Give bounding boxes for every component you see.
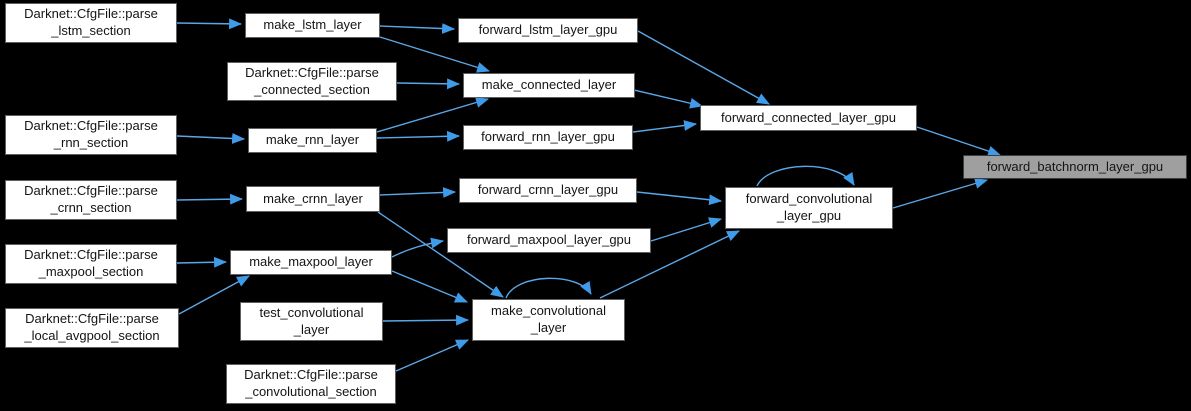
node-label-line: _layer_gpu [776, 208, 842, 223]
node-make-convolutional-layer[interactable]: make_convolutional_layer [472, 299, 625, 341]
edge-make-convolutional-layer-to-make-convolutional-layer [505, 277, 592, 299]
node-label-line: Darknet::CfgFile::parse [245, 64, 379, 80]
edge-forward-convolutional-layer-gpu-to-forward-batchnorm-layer-gpu [892, 178, 989, 209]
node-forward-rnn-layer-gpu[interactable]: forward_rnn_layer_gpu [463, 125, 633, 150]
edge-parse-rnn-section-to-make-rnn-layer [176, 133, 246, 144]
node-parse-convolutional-section[interactable]: Darknet::CfgFile::parse_convolutional_se… [226, 364, 396, 404]
node-label-line: Darknet::CfgFile::parse [244, 367, 378, 383]
node-label-line: Darknet::CfgFile::parse [24, 6, 158, 22]
node-parse-local-avgpool-section[interactable]: Darknet::CfgFile::parse_local_avgpool_se… [5, 308, 179, 348]
edge-make-maxpool-layer-to-make-convolutional-layer [391, 270, 469, 303]
node-label-line: _local_avgpool_section [24, 328, 160, 343]
edge-make-rnn-layer-to-forward-rnn-layer-gpu [376, 130, 461, 142]
node-forward-maxpool-layer-gpu[interactable]: forward_maxpool_layer_gpu [447, 228, 651, 253]
node-label-line: Darknet::CfgFile::parse [24, 183, 158, 199]
node-label-line: _lstm_section [51, 23, 131, 38]
node-label-line: forward_maxpool_layer_gpu [466, 232, 632, 248]
edge-make-rnn-layer-to-make-connected-layer [376, 97, 490, 133]
node-label-line: _layer [293, 321, 330, 337]
node-label-line: make_lstm_layer [263, 17, 362, 33]
node-forward-batchnorm-layer-gpu: forward_batchnorm_layer_gpu [963, 155, 1187, 179]
node-forward-crnn-layer-gpu[interactable]: forward_crnn_layer_gpu [459, 178, 637, 203]
edge-forward-crnn-layer-gpu-to-forward-convolutional-layer-gpu [636, 191, 723, 206]
edge-make-maxpool-layer-to-forward-maxpool-layer-gpu [391, 237, 445, 258]
edge-parse-crnn-section-to-make-crnn-layer [176, 193, 244, 205]
node-forward-lstm-layer-gpu[interactable]: forward_lstm_layer_gpu [458, 18, 638, 43]
edge-parse-lstm-section-to-make-lstm-layer [176, 18, 243, 30]
node-make-crnn-layer[interactable]: make_crnn_layer [246, 186, 380, 212]
node-label-line: _maxpool_section [38, 264, 144, 279]
node-label-line: make_crnn_layer [263, 190, 363, 206]
edge-make-crnn-layer-to-forward-crnn-layer-gpu [379, 187, 457, 198]
node-parse-rnn-section[interactable]: Darknet::CfgFile::parse_rnn_section [5, 115, 177, 155]
node-label-line: Darknet::CfgFile::parse [24, 247, 158, 263]
node-label-line: _crnn_section [50, 200, 132, 215]
node-label-line: test_convolutional [259, 304, 364, 320]
edge-parse-connected-section-to-make-connected-layer [396, 78, 461, 90]
edge-parse-local-avgpool-section-to-make-maxpool-layer [178, 275, 250, 315]
node-label-line: make_connected_layer [481, 77, 617, 93]
node-label-line: forward_convolutional [745, 191, 873, 207]
node-label-line: make_maxpool_layer [249, 254, 373, 270]
node-forward-connected-layer-gpu[interactable]: forward_connected_layer_gpu [700, 105, 917, 131]
node-label-line: forward_lstm_layer_gpu [478, 22, 618, 38]
edge-parse-maxpool-section-to-make-maxpool-layer [176, 256, 228, 268]
edge-forward-maxpool-layer-gpu-to-forward-convolutional-layer-gpu [650, 217, 723, 242]
edge-make-crnn-layer-to-make-convolutional-layer [377, 211, 504, 298]
edge-forward-rnn-layer-gpu-to-forward-connected-layer-gpu [632, 120, 698, 133]
node-make-rnn-layer[interactable]: make_rnn_layer [248, 128, 377, 153]
node-label-line: make_convolutional [491, 303, 606, 319]
node-parse-crnn-section[interactable]: Darknet::CfgFile::parse_crnn_section [5, 180, 177, 220]
node-parse-connected-section[interactable]: Darknet::CfgFile::parse_connected_sectio… [227, 62, 397, 101]
node-label-line: _layer [530, 320, 567, 335]
node-label-line: Darknet::CfgFile::parse [25, 311, 159, 327]
edge-forward-convolutional-layer-gpu-to-forward-convolutional-layer-gpu [756, 165, 855, 187]
node-label-line: forward_connected_layer_gpu [721, 109, 896, 125]
node-label-line: make_rnn_layer [265, 132, 360, 148]
node-label-line: _convolutional_section [245, 384, 377, 399]
node-label-line: _rnn_section [53, 135, 129, 150]
node-label-line: forward_batchnorm_layer_gpu [986, 158, 1164, 174]
node-make-maxpool-layer[interactable]: make_maxpool_layer [230, 250, 392, 275]
edge-make-lstm-layer-to-forward-lstm-layer-gpu [379, 23, 456, 34]
edge-make-lstm-layer-to-make-connected-layer [379, 36, 491, 73]
node-test-convolutional-layer[interactable]: test_convolutional_layer [240, 302, 383, 341]
edge-make-convolutional-layer-to-forward-convolutional-layer-gpu [599, 230, 740, 299]
edge-test-convolutional-layer-to-make-convolutional-layer [382, 314, 470, 326]
node-label-line: _connected_section [254, 81, 370, 97]
node-parse-maxpool-section[interactable]: Darknet::CfgFile::parse_maxpool_section [5, 244, 177, 284]
node-label-line: forward_crnn_layer_gpu [477, 182, 619, 198]
edge-forward-lstm-layer-gpu-to-forward-connected-layer-gpu [637, 30, 770, 105]
node-forward-convolutional-layer-gpu[interactable]: forward_convolutional_layer_gpu [725, 187, 893, 229]
node-make-connected-layer[interactable]: make_connected_layer [463, 73, 635, 98]
edge-parse-convolutional-section-to-make-convolutional-layer [395, 339, 469, 372]
node-label-line: Darknet::CfgFile::parse [24, 118, 158, 134]
edge-forward-connected-layer-gpu-to-forward-batchnorm-layer-gpu [916, 126, 1002, 157]
node-parse-lstm-section[interactable]: Darknet::CfgFile::parse_lstm_section [5, 3, 177, 43]
node-label-line: forward_rnn_layer_gpu [481, 129, 615, 145]
node-make-lstm-layer[interactable]: make_lstm_layer [245, 13, 380, 38]
edge-make-connected-layer-to-forward-connected-layer-gpu [633, 89, 704, 109]
